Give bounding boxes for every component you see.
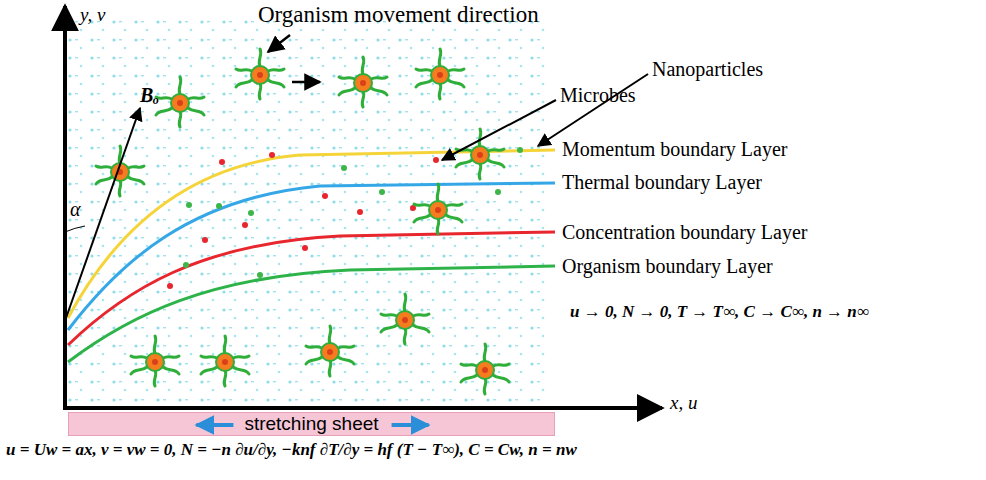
stretching-sheet: stretching sheet [68,412,555,436]
callout-label: Nanoparticles [652,58,763,81]
boundary-condition: u → 0, N → 0, T → T∞, C → C∞, n → n∞ [570,302,869,322]
layer-label: Organism boundary Layer [562,255,773,278]
layer-label: Thermal boundary Layer [562,171,762,194]
title-note: Organism movement direction [258,2,539,28]
boundary-condition: u = Uw = ax, v = vw = 0, N = −n ∂u/∂y, −… [6,440,577,460]
angle-label: α [70,198,81,221]
axis-label: y, v [80,4,105,26]
axis-label: x, u [670,392,697,414]
callout-label: Microbes [560,84,636,107]
layer-label: Momentum boundary Layer [562,138,788,161]
layer-label: Concentration boundary Layer [562,221,807,244]
field-label: Bₒ [140,84,159,107]
sheet-label: stretching sheet [240,413,382,435]
